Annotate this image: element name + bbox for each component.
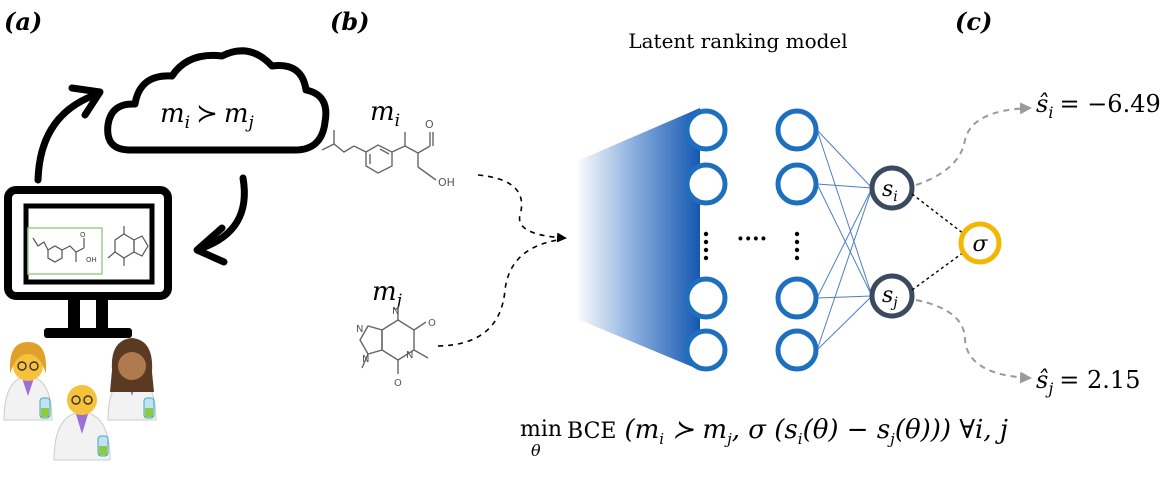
input-funnel <box>575 108 700 370</box>
ibuprofen-molecule <box>321 130 434 174</box>
caffeine-n2: N <box>406 350 413 361</box>
mol-top-label: mi <box>370 97 400 131</box>
panel-label-b: (b) <box>330 7 370 36</box>
connection-line <box>816 295 873 351</box>
node-sj-label: sj <box>882 283 898 311</box>
arrow-down-head <box>193 224 228 266</box>
ibuprofen-bond-oh <box>417 166 437 181</box>
network-connections <box>816 129 873 351</box>
layer2-ellipsis <box>794 231 800 261</box>
network-nodes <box>684 108 819 372</box>
caffeine-o2: O <box>394 378 402 389</box>
neuron-node <box>775 276 819 320</box>
node-si-label: si <box>882 177 898 205</box>
neuron-node <box>684 162 728 206</box>
arrow-up-head <box>68 84 104 119</box>
connection-line <box>816 295 873 299</box>
scientist-icon-center <box>53 380 111 461</box>
connection-line <box>816 129 873 297</box>
monitor-icon <box>4 186 172 338</box>
score-sj: ŝj= 2.15 <box>1036 366 1140 398</box>
connection-line <box>816 183 873 189</box>
connection-line <box>816 183 873 297</box>
caffeine-n1: N <box>392 306 399 317</box>
node-si <box>869 165 915 211</box>
panel-label-a: (a) <box>4 7 42 36</box>
connection-line <box>816 129 873 189</box>
ibuprofen-o: O <box>425 118 434 131</box>
cloud-preference-text: mi≻mj <box>160 99 255 133</box>
monitor-molecules: OH O <box>27 226 149 275</box>
model-title: Latent ranking model <box>628 29 847 53</box>
sigma-label: σ <box>972 232 988 257</box>
scientist-icon-right <box>107 338 157 421</box>
neuron-node <box>775 328 819 372</box>
caffeine-n4: N <box>362 354 369 365</box>
neuron-node <box>684 108 728 152</box>
score-si: ŝi= −6.49 <box>1036 90 1161 122</box>
mol-bottom-label: mj <box>372 277 403 311</box>
arrow-up-to-cloud <box>34 91 99 184</box>
svg-text:min: min <box>520 417 562 442</box>
cloud-icon <box>104 47 330 154</box>
arrow-down-to-monitor <box>198 174 248 252</box>
layer1-ellipsis <box>703 231 709 261</box>
svg-text:O: O <box>80 231 86 239</box>
svg-text:OH: OH <box>86 256 97 264</box>
link-si-sigma <box>911 193 965 235</box>
scientist-icon-left <box>3 342 53 421</box>
node-sj <box>869 273 915 319</box>
connection-line <box>816 187 873 351</box>
caffeine-o1: O <box>428 318 436 329</box>
caffeine-n3: N <box>356 324 363 335</box>
link-sj-sigma <box>911 251 965 291</box>
neuron-node <box>775 108 819 152</box>
neuron-node <box>775 162 819 206</box>
arrow-to-sj-score <box>915 299 1032 384</box>
arrow-mol-top <box>477 174 567 243</box>
panel-label-c: (c) <box>955 7 992 36</box>
arrow-mol-bottom <box>437 239 559 347</box>
caffeine-molecule <box>359 306 429 374</box>
arrow-to-si-score <box>915 102 1032 186</box>
svg-text:BCE(mi ≻ mj, σ (si(θ) − sj(θ)): BCE(mi ≻ mj, σ (si(θ) − sj(θ))) ∀i, j <box>567 415 1008 448</box>
ibuprofen-oh: OH <box>438 176 455 189</box>
sigma-node <box>958 221 1002 265</box>
neuron-node <box>684 328 728 372</box>
between-layers-ellipsis: ···· <box>737 226 768 252</box>
connection-line <box>816 187 873 299</box>
svg-text:θ: θ <box>531 441 541 460</box>
loss-formula: min θ BCE(mi ≻ mj, σ (si(θ) − sj(θ))) ∀i… <box>520 415 1008 460</box>
neuron-node <box>684 276 728 320</box>
